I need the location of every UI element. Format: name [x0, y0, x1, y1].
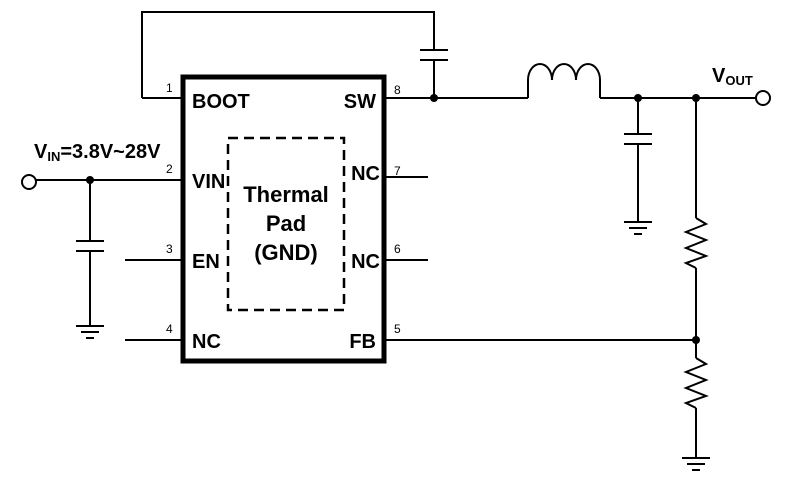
thermal-pad-outline	[226, 136, 346, 312]
pin-1-name: BOOT	[192, 91, 250, 113]
vin-terminal	[21, 174, 37, 190]
sw-junction-dot	[430, 94, 438, 102]
resistor-bottom	[683, 357, 709, 409]
vout-label: VOUT	[712, 65, 753, 88]
pin-1-number: 1	[166, 81, 173, 95]
boot-wire	[141, 11, 435, 98]
pin-6-number: 6	[394, 242, 401, 256]
ic-package	[180, 74, 387, 364]
pin-4-number: 4	[166, 322, 173, 336]
vout-terminal	[755, 90, 771, 106]
thermal-pad-line3: (GND)	[254, 240, 318, 265]
pin-6-name: NC	[351, 251, 380, 273]
fb-junction-dot	[692, 336, 700, 344]
inductor	[527, 63, 601, 98]
pin-3-name: EN	[192, 251, 220, 273]
pin-7-name: NC	[351, 163, 380, 185]
cout-ground-icon	[624, 221, 652, 235]
cin-ground-icon	[76, 325, 104, 339]
thermal-pad-line1: Thermal	[243, 182, 329, 207]
pin-2-name: VIN	[192, 171, 225, 193]
pin-3-number: 3	[166, 242, 173, 256]
pin-7-number: 7	[394, 164, 401, 178]
thermal-pad-line2: Pad	[266, 211, 306, 236]
resistor-top	[683, 217, 709, 269]
pin-2-number: 2	[166, 162, 173, 176]
pin-8-name: SW	[344, 91, 376, 113]
pin-5-number: 5	[394, 322, 401, 336]
pin-5-name: FB	[349, 331, 376, 353]
pin-4-name: NC	[192, 331, 221, 353]
pin-8-number: 8	[394, 83, 401, 97]
vin-label: VIN=3.8V~28V	[34, 141, 161, 164]
divider-ground-icon	[682, 457, 710, 471]
